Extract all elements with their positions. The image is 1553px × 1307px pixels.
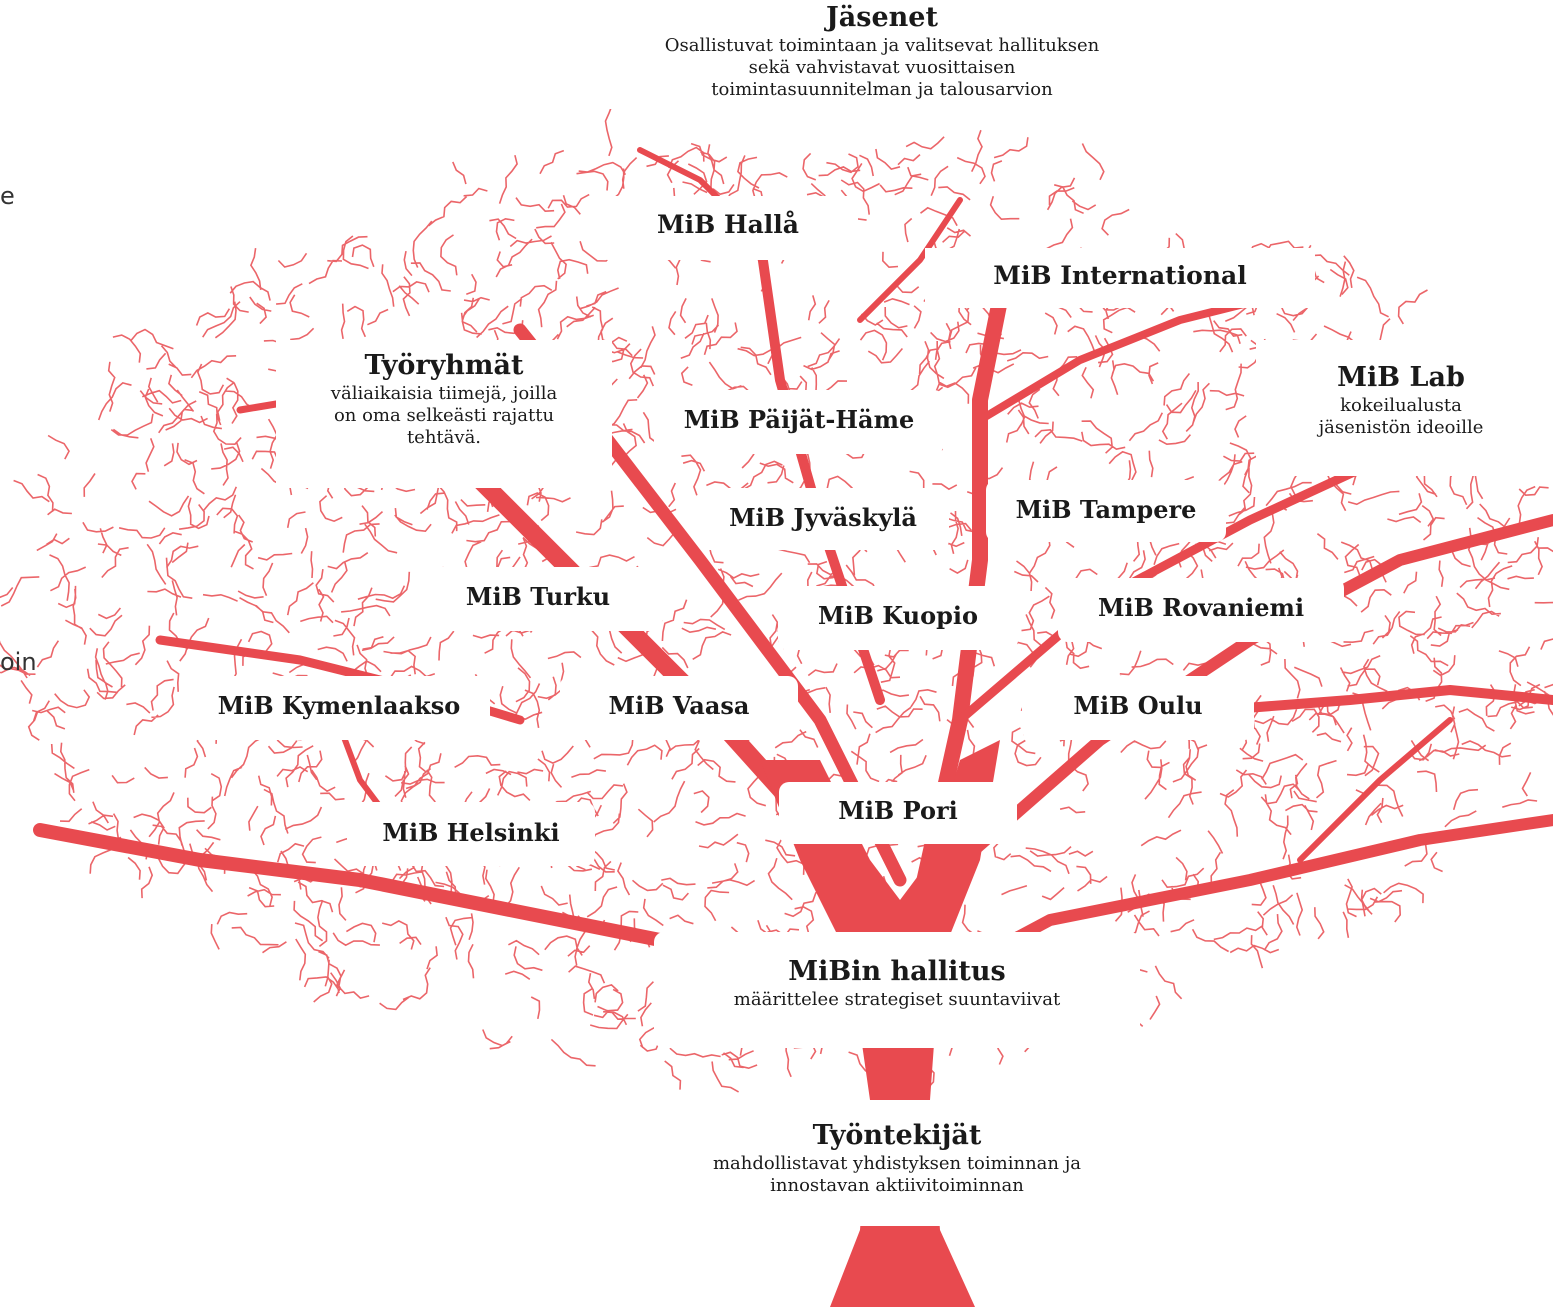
node-hallitus-desc-1: määrittelee strategiset suuntaviivat <box>733 988 1061 1010</box>
node-turku: MiB Turku <box>414 567 662 631</box>
node-tampere-title: MiB Tampere <box>1015 495 1197 524</box>
node-jyvaskyla-title: MiB Jyväskylä <box>729 503 917 532</box>
node-kymenlaakso: MiB Kymenlaakso <box>188 676 490 740</box>
node-helsinki: MiB Helsinki <box>347 802 595 866</box>
members-desc-1: Osallistuvat toimintaan ja valitsevat ha… <box>664 34 1100 56</box>
node-lab-desc-1: kokeilualusta <box>1340 394 1462 416</box>
node-tyoryhmat-desc-2: on oma selkeästi rajattu <box>333 404 555 426</box>
node-turku-title: MiB Turku <box>465 582 611 611</box>
node-tyoryhmat: Työryhmät väliaikaisia tiimejä, joilla o… <box>276 340 612 488</box>
node-tyontekijat-title: Työntekijät <box>812 1120 982 1151</box>
node-vaasa-title: MiB Vaasa <box>608 691 750 720</box>
node-vaasa: MiB Vaasa <box>560 676 798 740</box>
node-international-title: MiB International <box>993 261 1247 290</box>
members-desc-3: toimintasuunnitelman ja talousarvion <box>711 78 1053 100</box>
node-jyvaskyla: MiB Jyväskylä <box>697 488 949 550</box>
node-lab: MiB Lab kokeilualusta jäsenistön ideoill… <box>1256 340 1546 476</box>
node-tampere: MiB Tampere <box>986 480 1226 542</box>
node-tyoryhmat-title: Työryhmät <box>364 350 524 381</box>
fine-branches <box>0 104 1553 1096</box>
node-rovaniemi: MiB Rovaniemi <box>1058 578 1344 642</box>
node-tyoryhmat-desc-3: tehtävä. <box>406 426 482 448</box>
node-paijat-hame: MiB Päijät-Häme <box>654 390 944 454</box>
node-lab-title: MiB Lab <box>1337 362 1465 393</box>
members-node: Jäsenet Osallistuvat toimintaan ja valit… <box>606 0 1158 109</box>
node-oulu: MiB Oulu <box>1022 676 1254 740</box>
cropped-text-mid-left: oin <box>0 648 37 676</box>
node-paijat-hame-title: MiB Päijät-Häme <box>683 405 915 434</box>
node-kymenlaakso-title: MiB Kymenlaakso <box>217 691 461 720</box>
node-hallitus-title: MiBin hallitus <box>788 956 1006 987</box>
node-tyoryhmat-desc-1: väliaikaisia tiimejä, joilla <box>330 382 558 404</box>
node-kuopio-title: MiB Kuopio <box>817 601 979 630</box>
node-pori-title: MiB Pori <box>838 796 958 825</box>
node-tyontekijat-desc-2: innostavan aktiivitoiminnan <box>770 1174 1024 1196</box>
node-helsinki-title: MiB Helsinki <box>382 818 560 847</box>
node-lab-desc-2: jäsenistön ideoille <box>1318 416 1484 438</box>
node-rovaniemi-title: MiB Rovaniemi <box>1097 593 1305 622</box>
members-title: Jäsenet <box>826 2 938 33</box>
node-international: MiB International <box>925 248 1315 308</box>
cropped-text-top-left: e <box>0 182 15 210</box>
node-kuopio: MiB Kuopio <box>778 586 1018 650</box>
node-tyontekijat-desc-1: mahdollistavat yhdistyksen toiminnan ja <box>712 1152 1082 1174</box>
node-hallitus: MiBin hallitus määrittelee strategiset s… <box>654 932 1140 1048</box>
node-tyontekijat: Työntekijät mahdollistavat yhdistyksen t… <box>656 1100 1138 1226</box>
node-pori: MiB Pori <box>779 782 1017 844</box>
node-halla: MiB Hallå <box>598 196 858 260</box>
members-desc-2: sekä vahvistavat vuosittaisen <box>748 56 1016 78</box>
node-oulu-title: MiB Oulu <box>1073 691 1203 720</box>
node-halla-title: MiB Hallå <box>656 210 800 239</box>
